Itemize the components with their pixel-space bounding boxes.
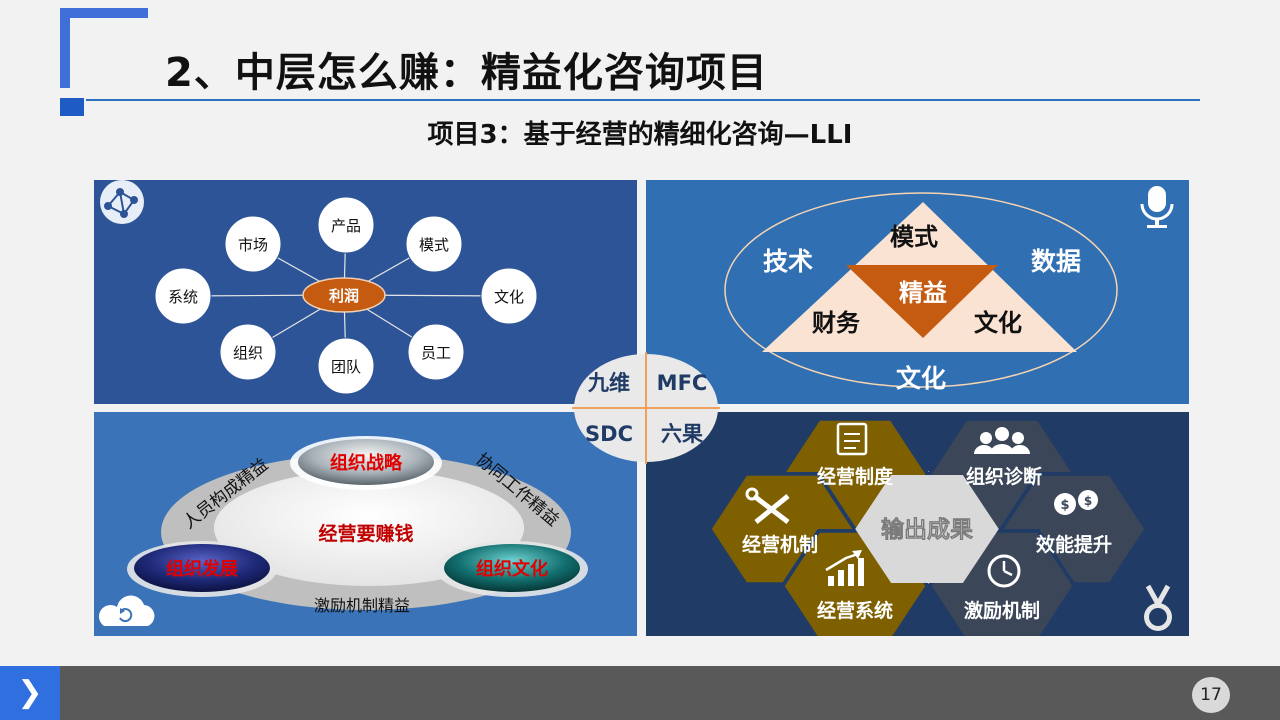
corner-bracket-decoration (60, 8, 148, 116)
node-label: 产品 (331, 217, 361, 235)
node-label: 市场 (238, 236, 268, 254)
quad-top-left-label: 九维 (587, 371, 630, 395)
document-list-icon (836, 422, 868, 456)
panel-lean-triangle: 模式 精益 财务 文化 技术 数据 文化 (646, 180, 1189, 404)
cloud-refresh-icon[interactable] (98, 595, 155, 626)
node-label: 团队 (331, 358, 361, 376)
quad-bottom-left-label: SDC (585, 422, 633, 446)
node-label: 系统 (168, 288, 198, 306)
triangle-top-label: 模式 (890, 223, 938, 251)
org-right-label: 组织文化 (476, 558, 548, 580)
profit-center-label: 利润 (329, 287, 359, 305)
quad-bottom-right-label: 六果 (661, 422, 703, 446)
triangle-bottom-right-label: 文化 (974, 309, 1022, 337)
page-subtitle: 项目3：基于经营的精细化咨询—LLI (427, 120, 853, 150)
triangle-center-label: 精益 (899, 279, 947, 307)
footer-bar: ❯ (0, 666, 1280, 720)
output-center-label: 输出成果 (881, 516, 973, 543)
panel-profit-map: 利润 产品 模式 文化 员工 团队 组织 系统 市场 (94, 180, 637, 404)
panel-org-ring: 经营要赚钱 人员构成精益 协同工作精益 激励机制精益 组织战略 组织发展 组织文… (94, 412, 637, 636)
wrench-screwdriver-icon (745, 487, 790, 524)
page-title: 2、中层怎么赚：精益化咨询项目 (165, 50, 768, 96)
team-group-icon (974, 427, 1030, 454)
org-top-label: 组织战略 (330, 452, 403, 474)
ellipse-left-label: 技术 (763, 247, 813, 276)
ellipse-bottom-label: 文化 (896, 364, 946, 393)
output-item-label: 激励机制 (964, 599, 1040, 622)
output-item-label: 经营系统 (817, 599, 893, 622)
output-item-label: 经营机制 (742, 533, 818, 556)
node-label: 文化 (494, 288, 524, 306)
quad-top-right-label: MFC (657, 371, 708, 395)
svg-text:$: $ (1060, 498, 1069, 513)
node-label: 模式 (419, 236, 449, 254)
output-item-label: 经营制度 (817, 465, 894, 488)
ellipse-right-label: 数据 (1031, 247, 1081, 276)
svg-text:$: $ (1084, 494, 1092, 508)
clock-icon (987, 554, 1021, 588)
org-center-label: 经营要赚钱 (318, 522, 413, 545)
center-quad-badge: 九维 MFC SDC 六果 (572, 352, 720, 464)
microphone-icon (1140, 186, 1174, 228)
title-divider (86, 99, 1200, 101)
org-arc-bottom-label: 激励机制精益 (314, 596, 410, 615)
bar-chart-growth-icon (825, 550, 864, 586)
triangle-bottom-left-label: 财务 (812, 309, 861, 337)
page-number: 17 (1192, 677, 1230, 713)
medal-icon (1144, 584, 1172, 631)
network-icon (100, 180, 144, 224)
node-label: 员工 (421, 344, 451, 362)
output-item-label: 效能提升 (1036, 533, 1112, 556)
node-label: 组织 (233, 344, 263, 362)
chevron-right-icon[interactable]: ❯ (0, 666, 60, 720)
org-left-label: 组织发展 (166, 558, 239, 580)
coins-icon: $ $ (1054, 490, 1098, 515)
output-item-label: 组织诊断 (966, 465, 1042, 488)
panel-output-hexes: $ $ 输出成果 经营制度 组织诊断 效 (646, 412, 1189, 636)
